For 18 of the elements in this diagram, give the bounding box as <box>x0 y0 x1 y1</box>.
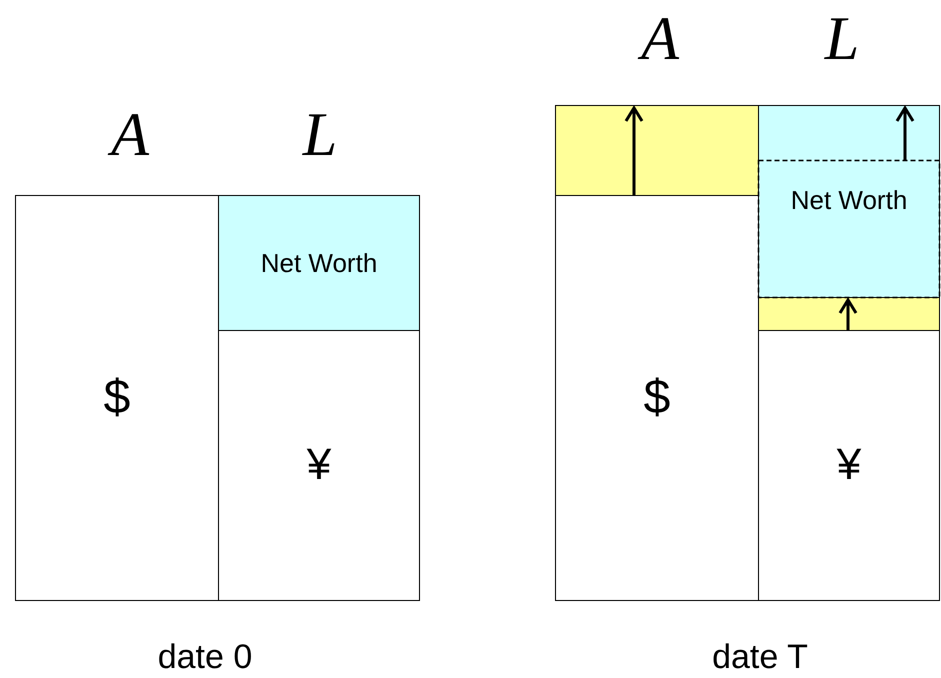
box-label: ¥ <box>836 441 862 490</box>
net-worth-box <box>218 195 420 331</box>
asset-increase-box <box>555 105 759 196</box>
date-caption: date T <box>712 640 808 674</box>
column-heading: L <box>302 104 338 166</box>
asset-box <box>15 195 219 601</box>
liability-box <box>218 330 420 601</box>
box-label: ¥ <box>306 441 332 490</box>
box-label: Net Worth <box>790 186 908 215</box>
box-label: $ <box>104 372 130 424</box>
liability-box <box>758 330 940 601</box>
box-label: $ <box>644 372 670 424</box>
box-label: Net Worth <box>260 248 378 278</box>
liability-increase-box <box>758 297 940 331</box>
net-worth-box <box>758 105 940 298</box>
column-heading: L <box>824 8 860 70</box>
date-caption: date 0 <box>158 640 252 674</box>
asset-box <box>555 195 759 601</box>
